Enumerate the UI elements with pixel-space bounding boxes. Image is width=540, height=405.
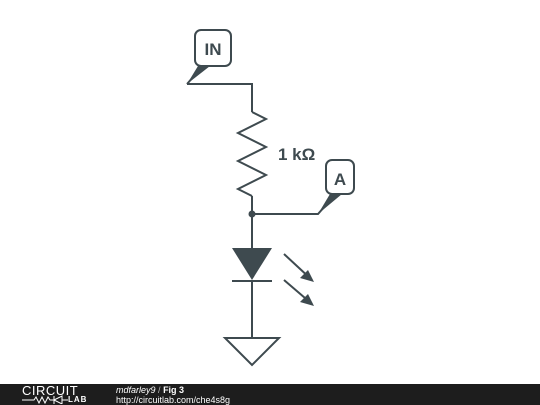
footer-attribution: mdfarley9 / Fig 3 [116,385,184,395]
attribution-separator: / [158,385,161,395]
logo-circuit-text: CIRCUIT [22,383,79,398]
circuitlab-logo[interactable]: CIRCUIT LAB [22,384,96,405]
schematic-diagram: IN 1 kΩ A [186,29,355,367]
light-arrowhead-1 [300,270,314,282]
output-tag-pointer [318,194,342,214]
logo-lab-text: LAB [68,395,88,404]
circuit-url[interactable]: http://circuitlab.com/che4s8g [116,395,231,405]
ground-symbol[interactable] [222,337,282,367]
resistor-value-label: 1 kΩ [278,145,315,164]
author-name[interactable]: mdfarley9 [116,385,156,395]
input-label: IN [205,40,222,59]
footer-bar: CIRCUIT LAB mdfarley9 / Fig 3 http://cir… [0,384,540,405]
input-tag-pointer [187,66,210,84]
circuit-title[interactable]: Fig 3 [163,385,185,395]
light-arrowhead-2 [300,294,314,306]
output-label: A [334,170,346,189]
output-label-tag[interactable]: A [318,159,355,214]
input-label-tag[interactable]: IN [186,29,232,85]
led-symbol[interactable] [232,248,272,282]
input-wire [187,83,253,112]
led-light-arrows [283,253,314,306]
led-diode-triangle [232,248,272,280]
resistor-symbol[interactable] [235,111,269,197]
logo-resistor-icon [22,395,68,404]
